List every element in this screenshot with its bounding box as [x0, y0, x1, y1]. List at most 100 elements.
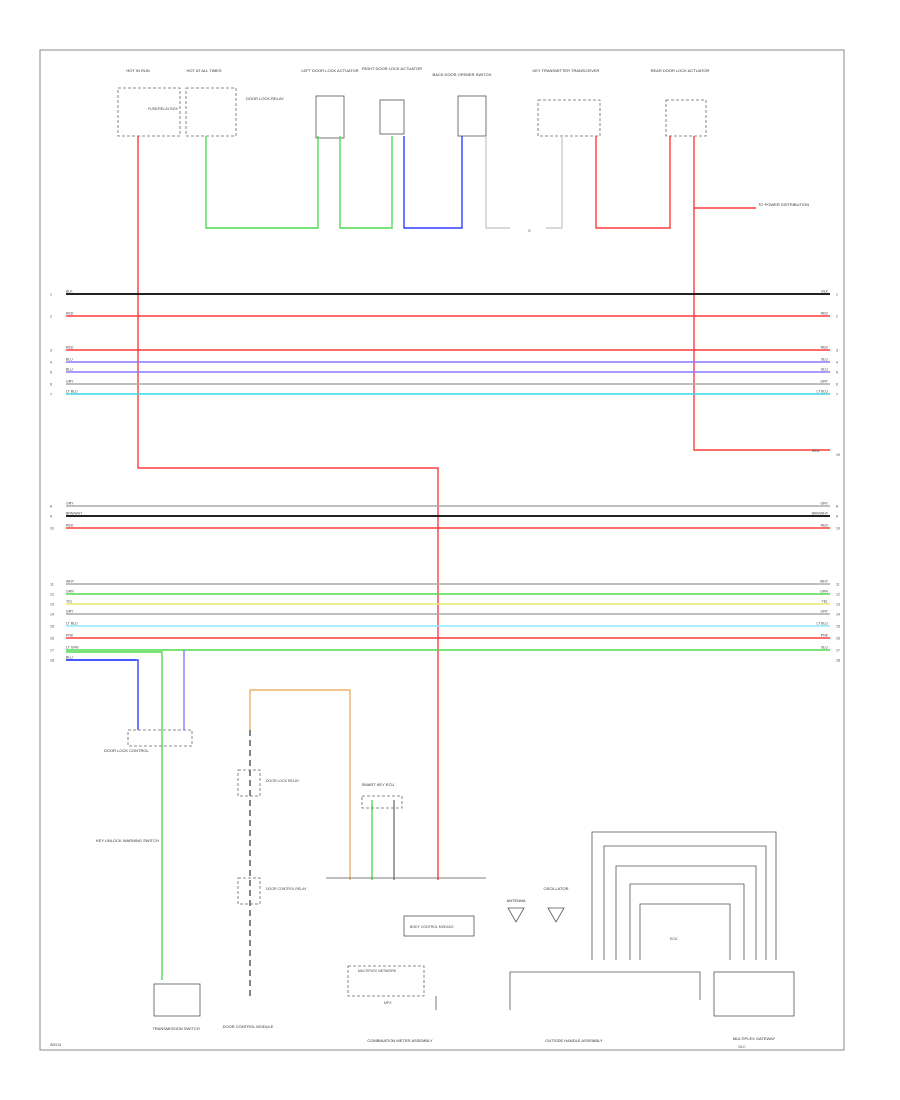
- bus-wire-left-label: LT BLU: [66, 390, 78, 394]
- bus-pin-number: 7: [50, 393, 52, 397]
- bus-wire-left-label: YEL: [66, 600, 73, 604]
- bus-wire-right-label: WHT: [820, 580, 829, 584]
- bus-pin-number-right: 5: [836, 371, 838, 375]
- bus-pin-number: 14: [50, 613, 54, 617]
- bus-pin-number: 5: [50, 371, 52, 375]
- bus-wire-left-label: BLU: [66, 656, 73, 660]
- door-lock-control-label: DOOR LOCK CONTROL: [104, 748, 149, 753]
- bus-pin-number-right: 16: [836, 637, 840, 641]
- door-lock-relay-box-label: DOOR LOCK RELAY: [266, 779, 300, 783]
- transmission-switch-body: [153, 983, 201, 1017]
- bus-wire-right-label: BLU: [821, 646, 828, 650]
- fuse-box-note: FUSE/RELAY BOX: [148, 107, 178, 111]
- door-control-module-label: DOOR CONTROL MODULE: [223, 1024, 274, 1029]
- hot-at-all-times-block: HOT AT ALL TIMES: [185, 68, 237, 137]
- back-door-opener-label: BACK DOOR OPENER SWITCH: [433, 72, 492, 77]
- bus-wire-right-label: GRN: [820, 590, 828, 594]
- outside-handle-label: OUTSIDE HANDLE ASSEMBLY: [545, 1038, 603, 1043]
- bus-wire-right-label: BLU: [821, 368, 828, 372]
- diagram-frame: [39, 49, 845, 1051]
- rear-door-lock-actuator: REAR DOOR LOCK ACTUATOR: [651, 68, 709, 137]
- to-power-distribution-label: TO POWER DISTRIBUTION: [758, 202, 809, 207]
- page-code: W2014: [50, 1043, 61, 1047]
- left-door-lock-label: LEFT DOOR LOCK ACTUATOR: [301, 68, 358, 73]
- bus-wire-left-label: RED: [66, 312, 74, 316]
- combination-meter: SMART KEY ECU BODY CONTROL MODULE MULTIP…: [326, 782, 486, 1043]
- hot-at-all-times-label: HOT AT ALL TIMES: [186, 68, 221, 73]
- key-transmitter-label: KEY TRANSMITTER TRANSCEIVER: [533, 68, 600, 73]
- bus-wire-right-label: RED: [821, 524, 829, 528]
- ground-label-top: G: [528, 229, 531, 233]
- multiplex-gateway-label: MULTIPLEX GATEWAY: [733, 1036, 776, 1041]
- antenna-label: ANTENNA: [506, 898, 525, 903]
- bus-wire-right-label: GRY: [820, 610, 828, 614]
- lower-wires: [66, 650, 395, 1000]
- oscillator-label: OSCILLATOR: [544, 886, 569, 891]
- combination-meter-label: COMBINATION METER ASSEMBLY: [367, 1038, 433, 1043]
- outside-handle-block: ECU OUTSIDE HANDLE ASSEMBLY MULTIPLEX GA…: [509, 831, 795, 1049]
- body-control-main-label: BODY CONTROL MODULE: [410, 925, 454, 929]
- bus-pin-number-right: 6: [836, 383, 838, 387]
- key-unlock-warning-label: KEY UNLOCK WARNING SWITCH: [96, 838, 159, 843]
- bus-pin-number-right: 7: [836, 393, 838, 397]
- bus-wire-left-label: GRY: [66, 502, 74, 506]
- door-control-relay-label: DOOR CONTROL RELAY: [266, 887, 307, 891]
- red-tap-pin: 19: [836, 453, 840, 457]
- bus-wire-right-label: RED: [821, 346, 829, 350]
- bus-pin-number-right: 9: [836, 515, 838, 519]
- door-control-relay-1: [237, 769, 261, 797]
- key-transmitter: KEY TRANSMITTER TRANSCEIVER: [533, 68, 601, 137]
- bus-wire-left-label: GRY: [66, 380, 74, 384]
- multiplex-network-label: MULTIPLEX NETWORK: [358, 969, 397, 973]
- bus-wire-right-label: LT BLU: [816, 390, 828, 394]
- bus-pin-number: 16: [50, 637, 54, 641]
- bus-wire-left-label: BRN/WHT: [66, 512, 83, 516]
- bus-pin-number: 6: [50, 383, 52, 387]
- bus-wire-right-label: RED: [821, 312, 829, 316]
- right-door-lock-actuator: RIGHT DOOR LOCK ACTUATOR: [362, 66, 422, 135]
- antenna-group: ANTENNA OSCILLATOR: [506, 886, 569, 923]
- ecu-label: ECU: [670, 937, 678, 941]
- bus-wire-right-label: BLU: [821, 358, 828, 362]
- bus-pin-number: 8: [50, 505, 52, 509]
- bus-pin-number: 12: [50, 593, 54, 597]
- hot-in-run-block: HOT IN RUN FUSE/RELAY BOX: [117, 68, 181, 137]
- bus-pin-number-right: 14: [836, 613, 840, 617]
- bus-pin-number-right: 18: [836, 659, 840, 663]
- mpx-label: MPX: [384, 1001, 392, 1005]
- bus-wire-right-label: GRY: [820, 380, 828, 384]
- bus-pin-number-right: 12: [836, 593, 840, 597]
- left-door-lock-actuator: LEFT DOOR LOCK ACTUATOR: [301, 68, 359, 139]
- smart-key-ecu-label: SMART KEY ECU: [362, 782, 395, 787]
- bus-pin-number-right: 15: [836, 625, 840, 629]
- dlc-label: DLC: [738, 1045, 745, 1049]
- bus-wire-left-label: LT BLU: [66, 622, 78, 626]
- bus-wire-left-label: LT GRN: [66, 646, 79, 650]
- hot-in-run-label: HOT IN RUN: [126, 68, 149, 73]
- bus-wire-right-label: BLK: [821, 290, 828, 294]
- door-control-relay-2: [237, 877, 261, 905]
- bus-pin-number-right: 2: [836, 315, 838, 319]
- door-lock-control-connector: [127, 729, 193, 747]
- bus-wire-left-label: BLU: [66, 368, 73, 372]
- bus-pin-number-right: 3: [836, 349, 838, 353]
- bus-pin-number: 13: [50, 603, 54, 607]
- bus-pin-number-right: 17: [836, 649, 840, 653]
- bus-pin-number: 17: [50, 649, 54, 653]
- bus-wire-right-label: PNK: [821, 634, 829, 638]
- door-lock-relay-label: DOOR LOCK RELAY: [246, 96, 284, 101]
- bus-wire-left-label: BLU: [66, 358, 73, 362]
- bus-pin-number: 4: [50, 361, 52, 365]
- bus-pin-number: 2: [50, 315, 52, 319]
- bus-wire-left-label: WHT: [66, 580, 75, 584]
- bus-pin-number: 18: [50, 659, 54, 663]
- bus-pin-number: 15: [50, 625, 54, 629]
- bus-wire-right-label: YEL: [821, 600, 828, 604]
- bus-pin-number: 3: [50, 349, 52, 353]
- bus-wire-left-label: RED: [66, 346, 74, 350]
- bus-wire-right-label: GRY: [820, 502, 828, 506]
- bus-wire-right-label: LT BLU: [816, 622, 828, 626]
- top-wires: G: [137, 136, 830, 880]
